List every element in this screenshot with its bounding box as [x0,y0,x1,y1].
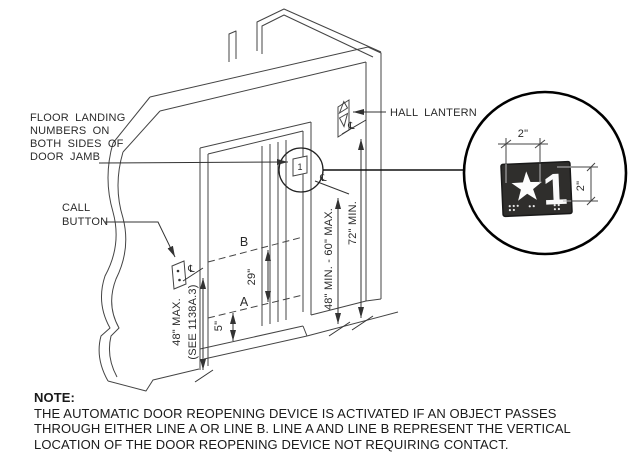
floor-numeral: 1 [542,165,569,215]
floor-landing-leader [99,159,288,166]
break-line-inner [109,152,125,377]
note-line3: LOCATION OF THE DOOR REOPENING DEVICE NO… [34,436,509,452]
lantern-up-arrow-icon [340,102,348,114]
line-a-label: A [240,295,249,309]
door-frame [200,122,311,370]
jamb-sign-numeral: 1 [297,162,302,172]
dimension-lantern-height [352,139,373,330]
hall-lantern-label: HALL LANTERN [390,107,477,119]
lantern-centerline-tick [342,120,366,134]
floor-landing-line3: BOTH SIDES OF [30,138,124,150]
dim-5-label: 5" [213,321,225,331]
call-button-label: CALL BUTTON [62,202,108,228]
dim-2in-width-label: 2" [518,128,528,140]
wall-structure [99,9,398,391]
door-reopening-lines [208,237,303,318]
dimension-numeral-height [557,163,598,205]
floor-landing-label: FLOOR LANDING NUMBERS ON BOTH SIDES OF D… [30,112,125,163]
dimension-sign-height [315,181,350,336]
dim-29-label: 29" [246,269,258,286]
call-centerline-symbol: ℄ [187,264,195,275]
line-b-dashed [208,237,303,262]
hall-floor-line [307,312,398,336]
floor-landing-line4: DOOR JAMB [30,151,100,163]
dim-72-label: 72" MIN. [347,201,359,245]
call-button-line2: BUTTON [62,216,108,228]
call-centerline-tick [183,268,203,281]
threshold [200,326,307,359]
note-line1: THE AUTOMATIC DOOR REOPENING DEVICE IS A… [34,405,557,421]
dimension-star-width [498,138,548,183]
call-button-icon [172,261,186,289]
star-icon [511,171,542,201]
call-button-line1: CALL [62,202,90,214]
line-b-label: B [240,235,248,249]
floor-landing-line2: NUMBERS ON [30,125,110,137]
note-line2: THROUGH EITHER LINE A OR LINE B. LINE A … [34,421,571,437]
note-heading: NOTE: [34,390,75,405]
break-line-outer [99,143,116,381]
sign-centerline-symbol: ℄ [319,173,327,184]
call-button-leader [105,222,175,257]
return-wall [257,9,381,52]
jamb-sign-plate [293,156,307,176]
dim-48max-label: 48" MAX. [171,298,183,346]
wall-fin [229,31,236,62]
dim-48max-ref: (SEE 1138A.3) [187,284,199,359]
dim-48-60-label: 48" MIN. - 60" MAX. [323,208,335,310]
note-block: NOTE: THE AUTOMATIC DOOR REOPENING DEVIC… [34,390,594,452]
floor-number-plate: 1 [500,160,573,218]
line-a-dashed [208,295,303,318]
braille-dots [508,203,560,212]
lantern-down-arrow-icon [340,114,348,127]
door-panels [262,140,286,326]
detail-circle: 1 2" 2" [462,90,628,256]
dimension-call-height [195,278,213,382]
dim-2in-height-label: 2" [575,181,587,191]
lantern-centerline-symbol: ℄ [347,121,355,132]
floor-landing-line1: FLOOR LANDING [30,112,125,124]
